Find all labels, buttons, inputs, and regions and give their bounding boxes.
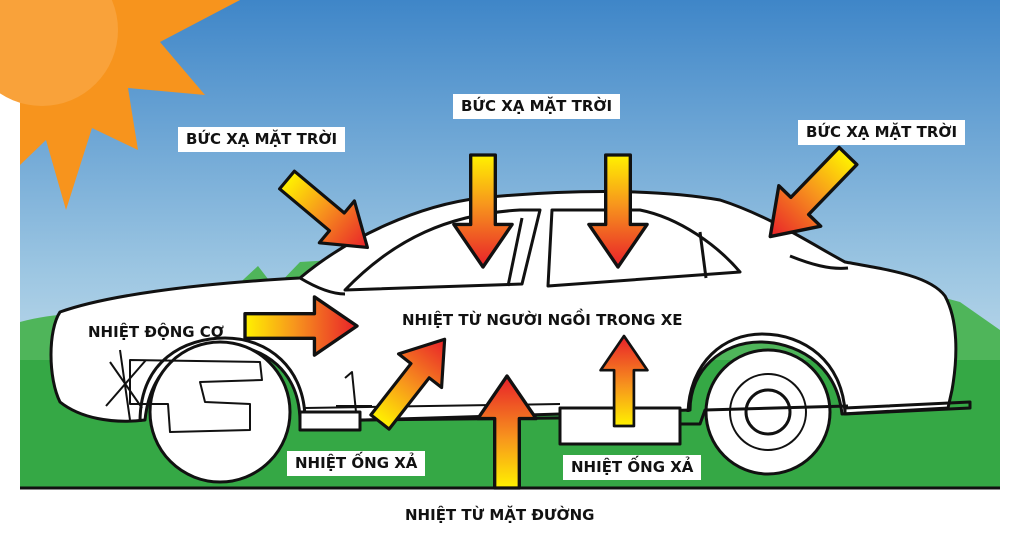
label-exhaust-left: NHIỆT ỐNG XẢ: [287, 451, 426, 476]
label-road: NHIỆT TỪ MẶT ĐƯỜNG: [405, 506, 595, 524]
road-surface: [0, 488, 1024, 536]
label-exhaust-right: NHIỆT ỐNG XẢ: [563, 455, 702, 480]
label-occupants: NHIỆT TỪ NGƯỜI NGỒI TRONG XE: [402, 311, 683, 329]
label-engine: NHIỆT ĐỘNG CƠ: [88, 323, 224, 341]
sun-icon: [0, 0, 240, 210]
label-sun-left: BỨC XẠ MẶT TRỜI: [178, 127, 346, 152]
label-sun-right: BỨC XẠ MẶT TRỜI: [798, 120, 966, 145]
label-sun-top: BỨC XẠ MẶT TRỜI: [453, 94, 621, 119]
